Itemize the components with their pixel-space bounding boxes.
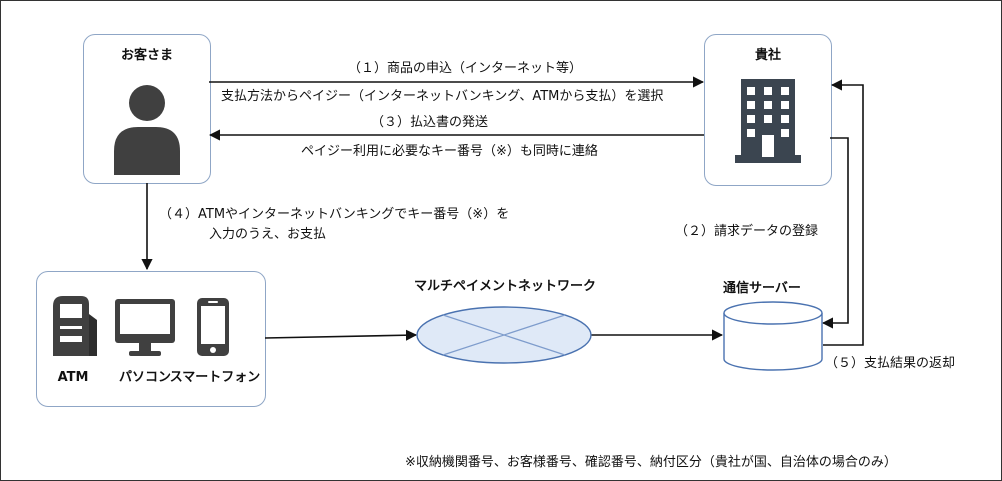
step3-detail: ペイジー利用に必要なキー番号（※）も同時に連絡	[301, 144, 598, 159]
office-building-icon	[735, 79, 801, 163]
company-box: 貴社	[704, 34, 832, 186]
arrow-step5	[823, 79, 864, 346]
step1-title: （１）商品の申込（インターネット等）	[348, 61, 583, 76]
smartphone-icon	[197, 298, 229, 356]
pc-label: パソコン	[118, 370, 171, 385]
customer-label: お客さま	[120, 48, 173, 63]
arrow-devices-network	[264, 329, 418, 341]
computer-monitor-icon	[115, 299, 175, 356]
network-label: マルチペイメントネットワーク	[414, 279, 597, 294]
server-cylinder	[723, 301, 823, 371]
step5-label: （５）支払結果の返却	[825, 356, 956, 371]
server-label: 通信サーバー	[723, 281, 801, 296]
step4-detail: 入力のうえ、お支払	[209, 227, 327, 242]
atm-label: ATM	[57, 370, 89, 385]
step3-title: （３）払込書の発送	[371, 115, 489, 130]
step4-title: （４）ATMやインターネットバンキングでキー番号（※）を	[159, 207, 510, 222]
atm-icon	[53, 296, 97, 356]
person-icon	[114, 85, 180, 175]
step2-label: （２）請求データの登録	[675, 224, 819, 239]
network-ellipse	[416, 306, 592, 364]
devices-box: ATM パソコン スマートフォン	[36, 271, 266, 407]
smartphone-label: スマートフォン	[169, 370, 261, 385]
arrow-step2	[821, 137, 849, 329]
company-label: 貴社	[754, 48, 781, 63]
footnote: ※収納機関番号、お客様番号、確認番号、納付区分（貴社が国、自治体の場合のみ）	[405, 455, 897, 470]
customer-box: お客さま	[83, 34, 211, 184]
step1-detail: 支払方法からペイジー（インターネットバンキング、ATMから支払）を選択	[221, 89, 664, 104]
